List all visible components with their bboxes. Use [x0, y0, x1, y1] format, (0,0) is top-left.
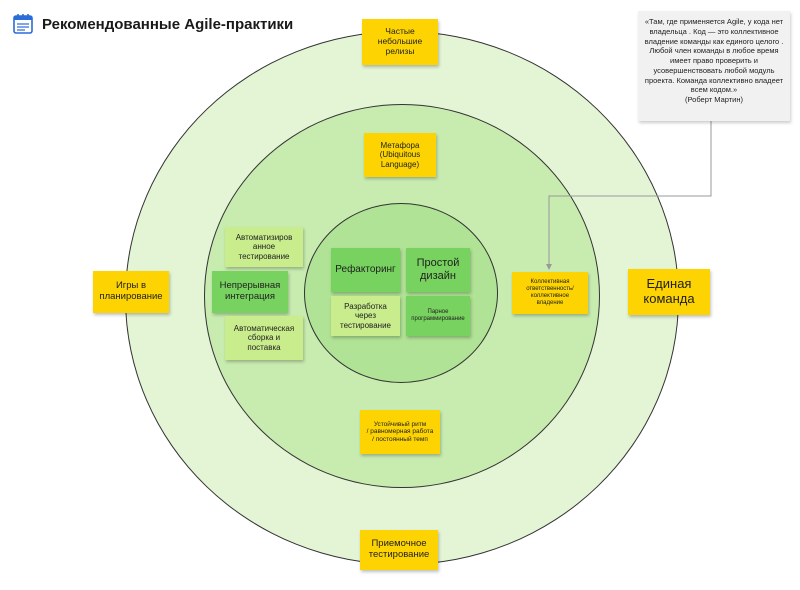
inner-ring — [304, 203, 498, 383]
sticky-whole-team[interactable]: Единая команда — [628, 269, 710, 315]
board-icon[interactable] — [12, 13, 34, 35]
sticky-tdd[interactable]: Разработка через тестирование — [331, 296, 400, 336]
sticky-automated-build[interactable]: Автоматическая сборка и поставка — [225, 316, 303, 360]
sticky-acceptance-testing[interactable]: Приемочное тестирование — [360, 530, 438, 570]
sticky-collective-ownership[interactable]: Коллективная ответственность/ коллективн… — [512, 272, 588, 314]
board-header: Рекомендованные Agile-практики — [12, 10, 293, 38]
sticky-metaphor[interactable]: Метафора (Ubiquitous Language) — [364, 133, 436, 177]
sticky-refactoring[interactable]: Рефакторинг — [331, 248, 400, 292]
sticky-continuous-integration[interactable]: Непрерывная интеграция — [212, 271, 288, 313]
sticky-pair-programming[interactable]: Парное программирование — [406, 296, 470, 336]
board-title: Рекомендованные Agile-практики — [42, 15, 294, 33]
sticky-automated-testing[interactable]: Автоматизиров анное тестирование — [225, 227, 303, 267]
sticky-simple-design[interactable]: Простой дизайн — [406, 248, 470, 292]
sticky-frequent-releases[interactable]: Частые небольшие релизы — [362, 19, 438, 65]
sticky-sustainable-pace[interactable]: Устойчивый ритм / равномерная работа / п… — [360, 410, 440, 454]
quote-note[interactable]: «Там, где применяется Agile, у кода нет … — [638, 11, 790, 121]
sticky-planning-game[interactable]: Игры в планирование — [93, 271, 169, 313]
